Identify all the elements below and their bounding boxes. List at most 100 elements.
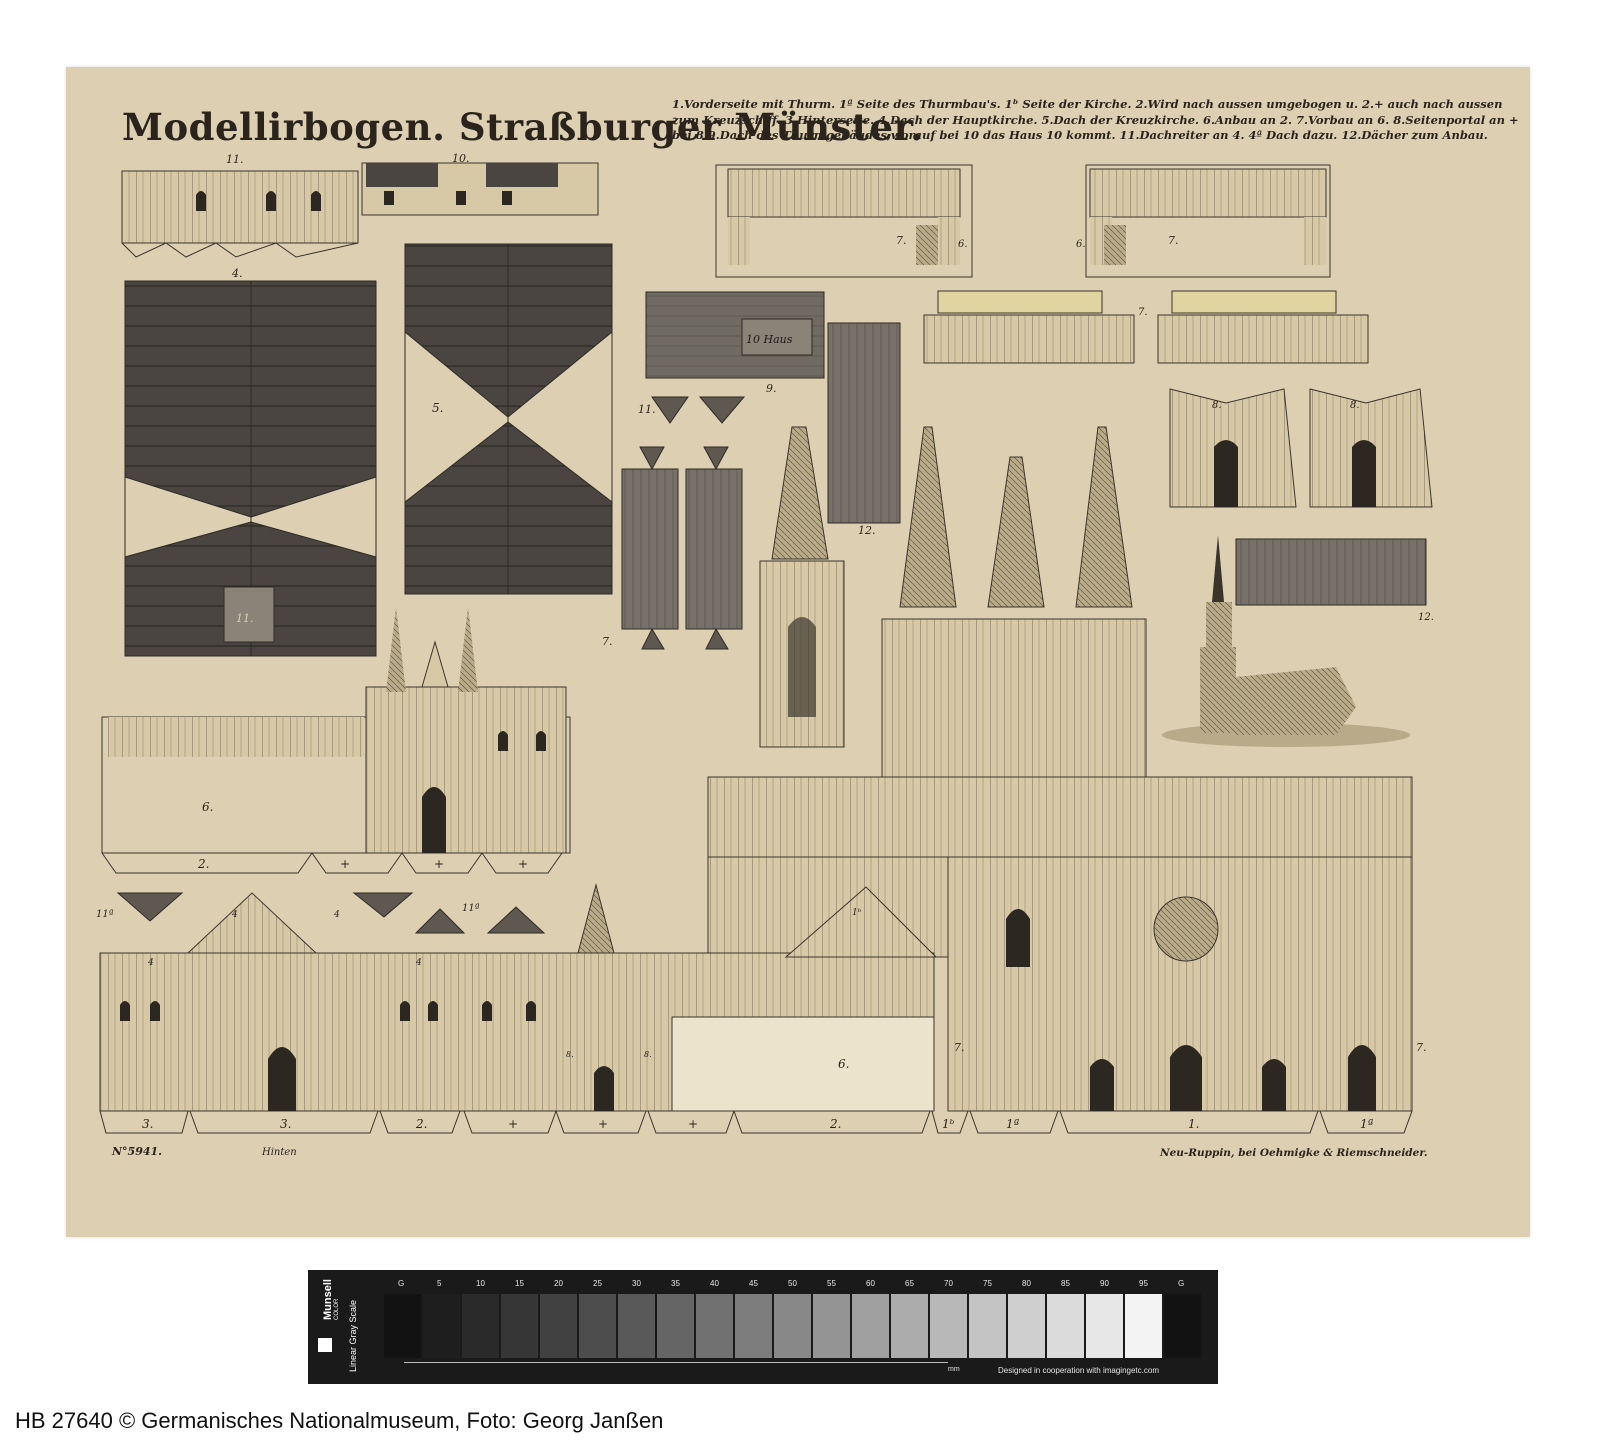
legend-line: zum Kreuzschiff. 3.Hinterseite. 4.Dach d…: [672, 112, 1519, 127]
card-branding: Munsell COLOR Linear Gray Scale: [314, 1279, 368, 1374]
piece-label: 1ᵇ: [852, 908, 862, 918]
piece-label: 4: [333, 910, 340, 920]
piece-12-roof: 12.: [827, 322, 901, 537]
bottom-tab: +: [598, 1117, 608, 1131]
publisher-imprint: Neu-Ruppin, bei Oehmigke & Riemschneider…: [1160, 1147, 1428, 1159]
step-label: 5: [437, 1279, 442, 1288]
piece-label: 8.: [644, 1050, 652, 1059]
piece-label: 6.: [838, 1057, 849, 1071]
piece-label: 6.: [202, 800, 213, 814]
bottom-tab: 2.: [415, 1117, 427, 1131]
sheet-legend: 1.Vorderseite mit Thurm. 1ª Seite des Th…: [672, 97, 1542, 144]
piece-label: 7.: [1138, 307, 1148, 318]
house-label: 10 Haus: [746, 333, 793, 346]
piece-label: 12.: [858, 524, 876, 537]
bottom-tab: +: [688, 1117, 698, 1131]
piece-7-strips-lower: 7.: [923, 290, 1369, 364]
piece-6-side: 6. 2. + + +: [101, 607, 571, 874]
gray-patch: [891, 1294, 928, 1358]
bottom-tab: 3.: [280, 1117, 291, 1131]
cooperation-note: Designed in cooperation with imagingetc.…: [998, 1366, 1159, 1375]
piece-12-roof-right: 12.: [1235, 538, 1434, 623]
piece-label: 4: [231, 910, 238, 920]
step-label: 55: [827, 1279, 836, 1288]
step-label: 85: [1061, 1279, 1070, 1288]
step-label: 10: [476, 1279, 485, 1288]
back-label: Hinten: [262, 1147, 297, 1158]
step-label: 90: [1100, 1279, 1109, 1288]
lower-side-strip: 6. 4 4 4 4 1ᵇ 8. 8.: [99, 883, 938, 1112]
piece-label: 7.: [954, 1041, 965, 1054]
piece-label: 4: [147, 958, 154, 968]
gray-patch: [1164, 1294, 1201, 1358]
brand-name: Munsell: [322, 1279, 334, 1320]
mm-ruler: [404, 1362, 948, 1367]
step-label: 65: [905, 1279, 914, 1288]
piece-8-portals: 8. 8.: [1169, 388, 1433, 508]
piece-label: 12.: [1418, 612, 1434, 623]
mid-tab: +: [340, 857, 350, 871]
piece-label: 8.: [1212, 400, 1222, 411]
piece-label: 4: [415, 958, 422, 968]
step-label: 50: [788, 1279, 797, 1288]
piece-label: 4.: [231, 267, 243, 280]
piece-4-roof: 11. 4.: [124, 267, 377, 657]
step-label: 80: [1022, 1279, 1031, 1288]
bottom-tab: +: [508, 1117, 518, 1131]
piece-label: 11ª: [96, 909, 114, 920]
piece-9-roof: 10 Haus 9.: [645, 291, 825, 395]
piece-7-tower: 7.: [602, 446, 743, 650]
step-label: 15: [515, 1279, 524, 1288]
gray-patch: [969, 1294, 1006, 1358]
bottom-tab: 1ª: [1360, 1117, 1374, 1131]
step-label: 25: [593, 1279, 602, 1288]
bottom-tab: 2.: [829, 1117, 841, 1131]
gray-patch: [618, 1294, 655, 1358]
step-label: 45: [749, 1279, 758, 1288]
sheet-number: N°5941.: [112, 1145, 162, 1158]
brand-sub: COLOR: [334, 1298, 340, 1320]
piece-11-triangles: 11.: [638, 396, 746, 424]
gray-patch: [1008, 1294, 1045, 1358]
modelling-sheet: Modellirbogen. Straßburger Münster. 1.Vo…: [66, 67, 1530, 1237]
ruler-unit: mm: [948, 1366, 960, 1373]
piece-label: 11.: [638, 403, 656, 416]
step-label: 30: [632, 1279, 641, 1288]
gray-patch: [774, 1294, 811, 1358]
step-label: 60: [866, 1279, 875, 1288]
step-label: 75: [983, 1279, 992, 1288]
bottom-tab: 3.: [142, 1117, 153, 1131]
step-label: G: [1178, 1279, 1185, 1288]
gray-patch: [540, 1294, 577, 1358]
gray-patch: [735, 1294, 772, 1358]
mid-tab: +: [518, 857, 528, 871]
gray-patch: [384, 1294, 421, 1358]
gray-patch: [696, 1294, 733, 1358]
piece-label: 5.: [432, 401, 443, 415]
piece-label: 8.: [1350, 400, 1360, 411]
gray-patch: [462, 1294, 499, 1358]
step-label: G: [398, 1279, 405, 1288]
piece-label: 11.: [226, 153, 244, 166]
piece-label: 9.: [766, 382, 777, 395]
bottom-tab: 1ª: [1006, 1117, 1020, 1131]
piece-label: 11ª: [462, 903, 480, 914]
step-label: 20: [554, 1279, 563, 1288]
sheet-title: Modellirbogen. Straßburger Münster.: [122, 105, 924, 149]
gray-patch: [1086, 1294, 1123, 1358]
piece-label: 10.: [452, 152, 470, 165]
munsell-logo-icon: [318, 1338, 332, 1352]
legend-line: 1.Vorderseite mit Thurm. 1ª Seite des Th…: [672, 97, 1503, 111]
step-label: 35: [671, 1279, 680, 1288]
bottom-tab: 1ᵇ: [942, 1117, 955, 1131]
piece-5-roof: 5.: [404, 243, 613, 595]
piece-label: 7.: [1168, 234, 1179, 247]
piece-label: 7.: [1416, 1041, 1427, 1054]
piece-label: 7.: [896, 234, 907, 247]
piece-10-strip: 10.: [361, 152, 599, 216]
gray-patch: [423, 1294, 460, 1358]
gray-patch: [852, 1294, 889, 1358]
bottom-tab: 1.: [1188, 1117, 1199, 1131]
svg-text:11.: 11.: [236, 612, 254, 625]
gray-patch: [579, 1294, 616, 1358]
